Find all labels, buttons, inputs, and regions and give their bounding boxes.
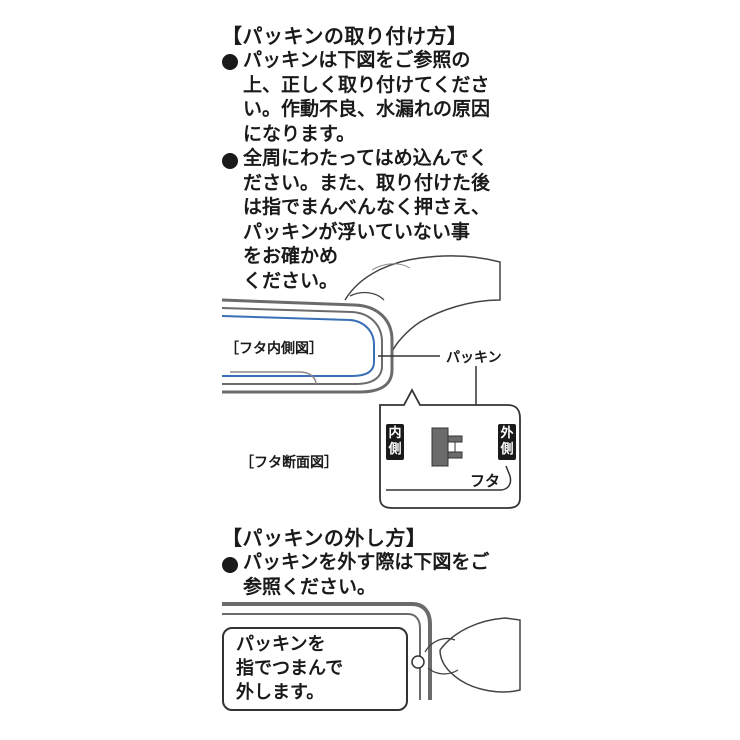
bullet-line: パッキンは下図をご参照の <box>243 49 471 71</box>
outer-side-char: 側 <box>500 442 514 457</box>
bullet-remove-1: パッキンを外す際は下図をご 参照ください。 <box>243 550 489 599</box>
bullet-line: をお確かめ <box>243 245 339 267</box>
outer-side-label: 外 側 <box>498 424 516 460</box>
inner-side-label: 内 側 <box>386 424 404 460</box>
bullet-line: 上、正しく取り付けてくださ <box>243 73 490 96</box>
bullet-line: パッキンが浮いていない事 <box>243 220 470 243</box>
removal-note-bubble: パッキンを 指でつまんで 外します。 <box>222 627 408 711</box>
bullet-install-2: 全周にわたってはめ込んでく ださい。また、取り付けた後 は指でまんべんなく押さえ… <box>243 146 490 293</box>
inner-side-char: 側 <box>388 442 402 457</box>
packing-callout-label: パッキン <box>446 350 502 366</box>
lid-inner-label: ［フタ内側図］ <box>225 341 323 357</box>
section-heading-install: 【パッキンの取り付け方】 <box>222 24 468 48</box>
bullet-install-1: パッキンは下図をご参照の 上、正しく取り付けてくださ い。作動不良、水漏れの原因… <box>243 48 490 146</box>
hand-illustration <box>344 255 501 353</box>
section-heading-remove: 【パッキンの外し方】 <box>222 526 427 550</box>
bullet-line: パッキンを外す際は下図をご <box>243 551 490 573</box>
note-line: パッキンを <box>236 634 326 655</box>
bullet-line: 全周にわたってはめ込んでく <box>243 147 488 169</box>
bullet-line: は指でまんべんなく押さえ、 <box>243 196 491 218</box>
packing-blue-line <box>221 315 375 377</box>
bullet-dot <box>222 153 238 169</box>
note-line: 外します。 <box>236 682 325 703</box>
bullet-dot <box>222 557 238 573</box>
note-line: 指でつまんで <box>236 658 344 679</box>
lid-section-label: ［フタ断面図］ <box>240 455 338 471</box>
bullet-dot <box>222 54 238 70</box>
bullet-line: になります。 <box>243 122 356 145</box>
lid-section-box <box>379 388 521 509</box>
bullet-line: 参照ください。 <box>243 575 377 598</box>
bullet-line: い。作動不良、水漏れの原因 <box>243 98 491 120</box>
bullet-line: ください。 <box>243 269 339 292</box>
inner-side-char: 内 <box>388 426 402 441</box>
lid-label: フタ <box>470 472 501 490</box>
pinching-hand-illustration <box>439 617 521 693</box>
bullet-line: ださい。また、取り付けた後 <box>243 171 491 194</box>
outer-side-char: 外 <box>500 426 514 441</box>
packing-cross-section <box>431 427 449 467</box>
